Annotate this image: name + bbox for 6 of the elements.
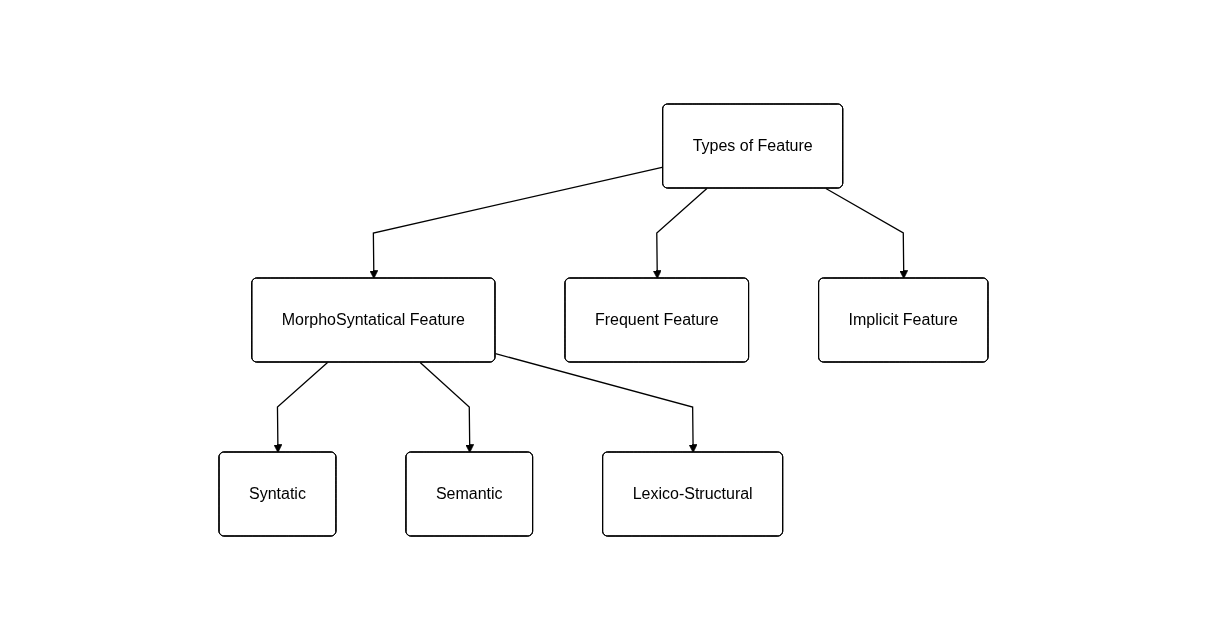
arrow (273, 361, 328, 453)
arrow (824, 187, 908, 279)
arrow (419, 361, 474, 453)
arrow (652, 187, 708, 279)
arrow (368, 166, 664, 279)
arrow (494, 352, 697, 453)
